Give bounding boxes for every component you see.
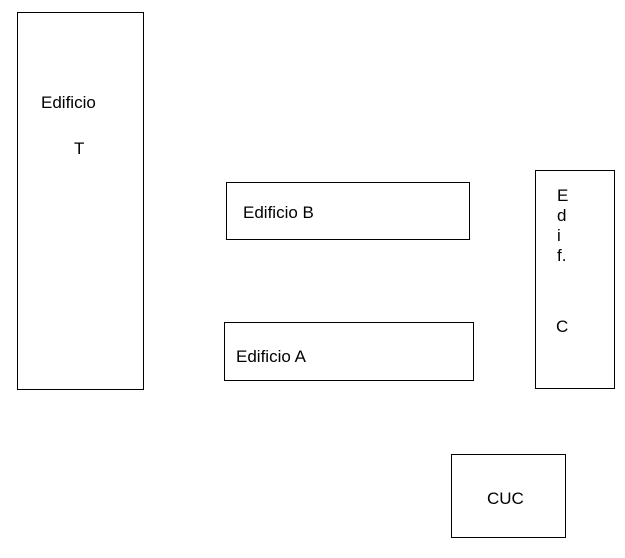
building-t-label-line2: T	[74, 139, 85, 158]
building-c-vertical-label: E d i f.	[557, 186, 568, 266]
building-cuc-label: CUC	[487, 489, 524, 508]
building-t: Edificio T	[17, 12, 144, 390]
building-c-letter: E	[557, 186, 569, 205]
building-b: Edificio B	[226, 182, 470, 240]
building-a-label: Edificio A	[236, 347, 306, 366]
building-c: E d i f. C	[535, 170, 615, 389]
building-b-label: Edificio B	[243, 203, 314, 222]
building-c-letter: d	[557, 206, 567, 225]
building-t-label-line1: Edificio	[41, 93, 96, 112]
building-cuc: CUC	[451, 454, 566, 538]
building-c-letter: f.	[557, 246, 567, 265]
building-a: Edificio A	[224, 322, 474, 381]
building-c-letter: i	[557, 226, 561, 245]
building-c-label-line2: C	[556, 317, 569, 336]
